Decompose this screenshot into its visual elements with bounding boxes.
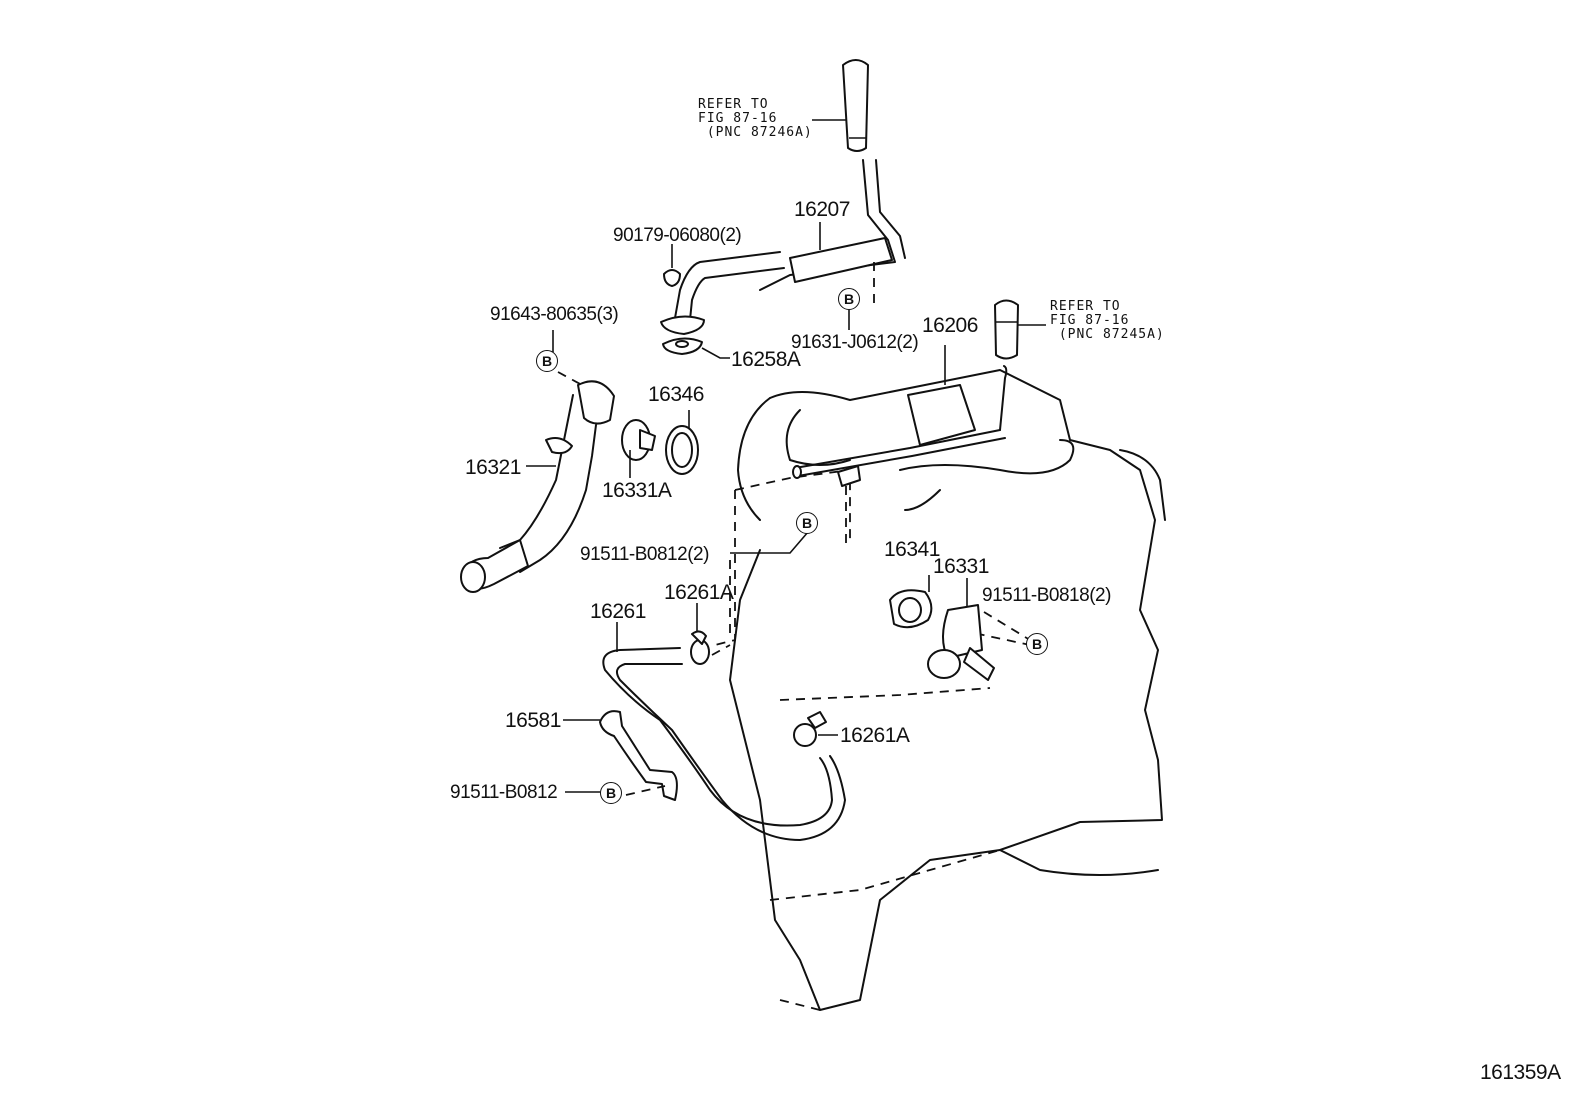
- callout-91511-b0818: 91511-B0818(2): [982, 585, 1111, 606]
- bypass-pipe-16206: [792, 345, 1008, 545]
- callout-16341: 16341: [884, 538, 940, 561]
- thermostat-gasket-16346: [665, 410, 699, 475]
- callout-91511-b0812-2: 91511-B0812(2): [580, 544, 709, 565]
- callout-90179-06080: 90179-06080(2): [613, 225, 742, 246]
- callout-91643-80635: 91643-80635(3): [490, 304, 619, 325]
- water-inlet-16321: [460, 330, 615, 593]
- heater-hose-upper: [812, 59, 869, 152]
- engine-block: [714, 369, 1166, 1011]
- reference-note-heater-hose-right: REFER TO FIG 87-16 (PNC 87245A): [1050, 299, 1165, 342]
- callout-91631-j0612: 91631-J0612(2): [791, 332, 919, 353]
- callout-16261: 16261: [590, 600, 646, 623]
- outlet-gasket-16341: [889, 575, 933, 629]
- water-hose-16261: [602, 622, 846, 841]
- leader-91511-b0812-2: [730, 531, 809, 554]
- callout-16331: 16331: [933, 555, 989, 578]
- thermostat-16331a: [621, 419, 656, 478]
- callout-16581: 16581: [505, 709, 561, 732]
- reference-note-heater-hose-upper: REFER TO FIG 87-16 (PNC 87246A): [698, 97, 813, 140]
- hose-clamp-16261a-lower: [793, 711, 838, 747]
- bracket-16581: [563, 710, 678, 801]
- water-outlet-16331: [927, 578, 1031, 681]
- bolt-marker-b: B: [796, 512, 818, 534]
- callout-16331a: 16331A: [602, 479, 672, 502]
- bolt-marker-b: B: [1026, 633, 1048, 655]
- bolt-marker-b: B: [838, 288, 860, 310]
- bypass-pipe-16207: [660, 159, 906, 359]
- bolt-marker-b: B: [600, 782, 622, 804]
- callout-91511-b0812: 91511-B0812: [450, 782, 558, 803]
- callout-16258a: 16258A: [731, 348, 801, 371]
- callout-16346: 16346: [648, 383, 704, 406]
- callout-16206: 16206: [922, 314, 978, 337]
- callout-16321: 16321: [465, 456, 521, 479]
- figure-id: 161359A: [1480, 1061, 1561, 1084]
- heater-hose-right: [994, 299, 1046, 360]
- callout-16261a-lower: 16261A: [840, 724, 910, 747]
- callout-16261a-upper: 16261A: [664, 581, 734, 604]
- bolt-marker-b: B: [536, 350, 558, 372]
- callout-16207: 16207: [794, 198, 850, 221]
- hose-clamp-16261a-upper: [690, 603, 731, 665]
